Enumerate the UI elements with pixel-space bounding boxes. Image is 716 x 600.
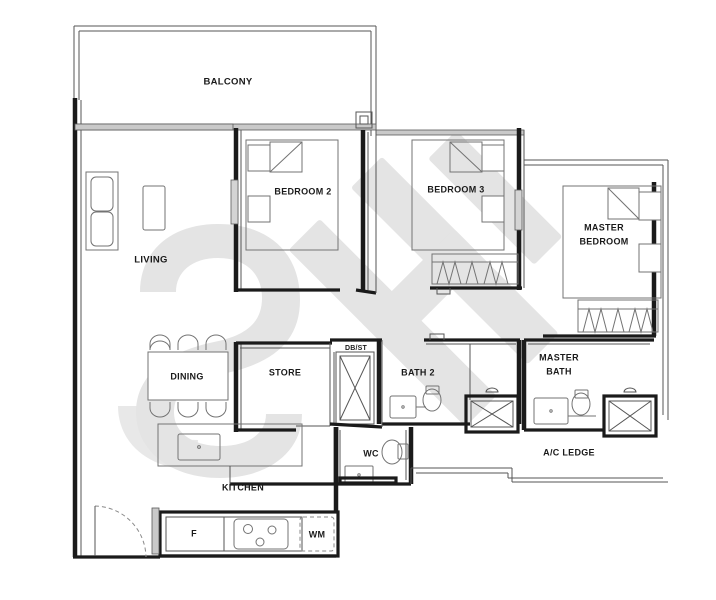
label-master-bath-line1: MASTER	[539, 352, 579, 362]
label-balcony: BALCONY	[203, 77, 252, 88]
master-bath-toilet	[568, 389, 596, 417]
master-bath-shower	[602, 387, 658, 438]
kitchen-sink	[177, 433, 221, 461]
label-ac-ledge: A/C LEDGE	[543, 447, 595, 457]
dining-chairs	[149, 334, 227, 418]
bedroom3-wardrobe	[431, 253, 519, 286]
area-ac-ledge	[411, 467, 668, 483]
shaft-db-st	[329, 338, 383, 429]
living-furniture	[85, 171, 166, 251]
label-bedroom-3: BEDROOM 3	[427, 184, 484, 194]
master-bath-sink	[533, 397, 569, 425]
wc-sink	[338, 465, 398, 485]
room-store	[233, 341, 332, 432]
label-bedroom-2: BEDROOM 2	[274, 186, 331, 196]
bath2-toilet	[422, 385, 442, 412]
bedroom2-bed	[245, 139, 339, 251]
room-bedroom-2	[230, 128, 377, 295]
wc-toilet	[381, 439, 409, 465]
room-master-bedroom	[524, 159, 669, 420]
label-bath-2: BATH 2	[401, 367, 435, 377]
watermark-sph	[118, 131, 562, 478]
bedroom3-bed	[411, 139, 505, 251]
label-kitchen: KITCHEN	[222, 482, 264, 492]
master-bedroom-wardrobe	[577, 299, 659, 334]
label-master-bedroom-line2: BEDROOM	[579, 236, 628, 246]
bath2-shower	[464, 387, 520, 434]
label-washing-machine: WM	[309, 529, 326, 539]
label-fridge: F	[191, 528, 197, 538]
room-bedroom-3	[375, 128, 525, 295]
living-sofa	[85, 171, 119, 251]
room-bath-2	[382, 333, 522, 434]
label-db-st: DB/ST	[345, 345, 368, 352]
kitchen-counter-bottom	[155, 510, 340, 558]
entry-door-swing	[94, 505, 160, 558]
label-wc: WC	[363, 448, 379, 458]
room-master-bath	[521, 338, 658, 438]
kitchen-hob	[233, 518, 289, 550]
washing-machine-outline	[299, 516, 335, 552]
room-labels: BALCONY LIVING BEDROOM 2 BEDROOM 3 MASTE…	[134, 77, 628, 540]
label-living: LIVING	[134, 255, 167, 266]
interior-connecting-walls	[229, 130, 412, 484]
bedroom3-window	[514, 189, 523, 231]
label-master-bedroom-line1: MASTER	[584, 222, 624, 232]
label-master-bath-line2: BATH	[546, 366, 572, 376]
bedroom2-window	[230, 179, 239, 225]
dining-furniture	[147, 334, 229, 418]
label-dining: DINING	[170, 371, 203, 381]
master-bedroom-bed	[562, 185, 662, 299]
label-store: STORE	[269, 367, 301, 377]
room-kitchen	[155, 423, 340, 558]
dining-table	[147, 351, 229, 401]
living-coffee-table	[142, 185, 166, 231]
bath2-sink	[389, 395, 426, 419]
